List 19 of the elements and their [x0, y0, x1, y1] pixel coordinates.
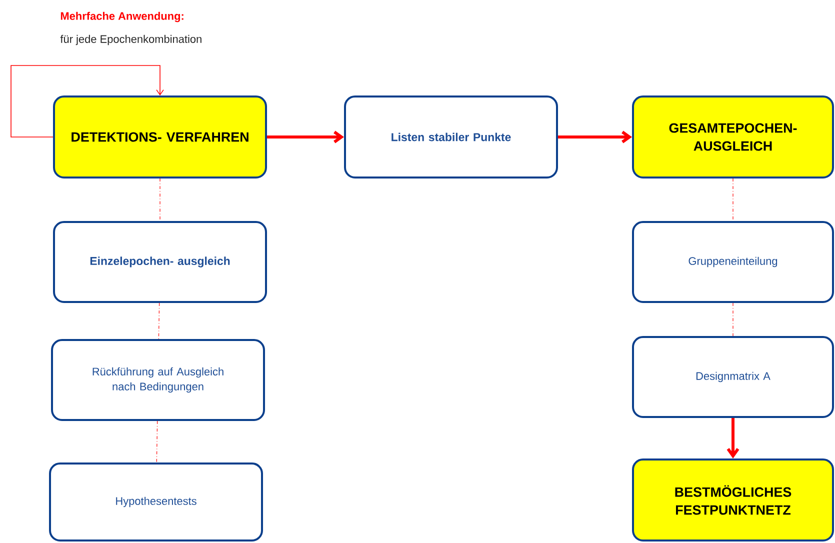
note-text: für jede Epochenkombination: [60, 34, 202, 46]
process-box: Rückführung auf Ausgleich nach Bedingungen: [51, 339, 265, 421]
process-box: Gruppeneinteilung: [632, 221, 834, 303]
highlight-box: DETEKTIONS- VERFAHREN: [53, 96, 267, 178]
arrow: [267, 130, 344, 144]
highlight-box: BESTMÖGLICHES FESTPUNKTNETZ: [632, 458, 834, 542]
connector-line: [732, 302, 734, 336]
note-heading: Mehrfache Anwendung:: [60, 12, 184, 22]
connector-line: [156, 420, 158, 463]
process-box: Hypothesentests: [49, 462, 263, 542]
process-box: Einzelepochen- ausgleich: [53, 221, 267, 303]
process-box: Listen stabiler Punkte: [344, 96, 558, 178]
arrow: [558, 130, 632, 144]
loop-arrow: [10, 65, 164, 138]
process-box: Designmatrix A: [632, 336, 834, 418]
connector-line: [158, 302, 160, 340]
connector-line: [732, 178, 734, 222]
arrow: [726, 418, 740, 458]
highlight-box: GESAMTEPOCHEN- AUSGLEICH: [632, 96, 834, 178]
